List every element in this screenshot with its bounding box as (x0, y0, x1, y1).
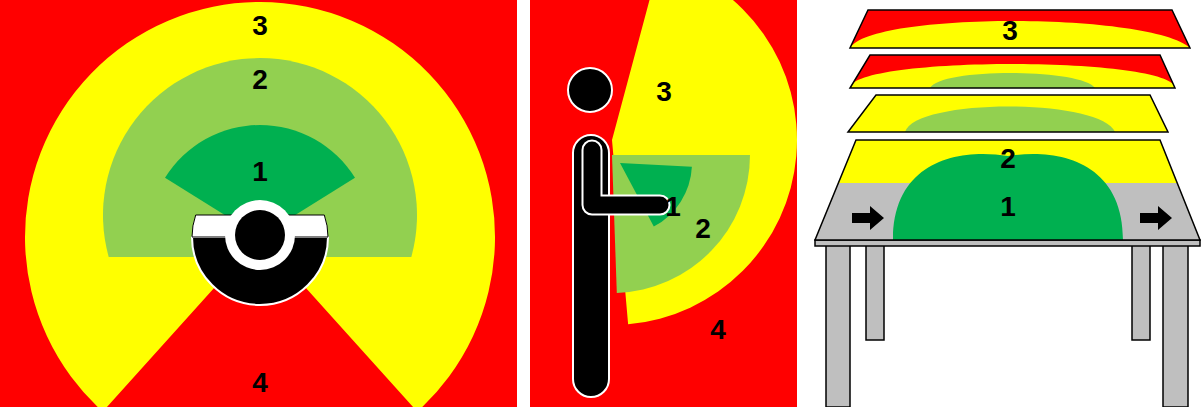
zone-2-area (930, 73, 1095, 88)
table-top (815, 140, 1200, 240)
zone-number: 1 (1000, 193, 1016, 221)
zone-number: 2 (252, 66, 268, 94)
zone-number: 2 (1000, 145, 1016, 173)
table-leg (1132, 240, 1150, 340)
layer-outline (850, 10, 1190, 48)
table-leg (866, 240, 884, 340)
zone-3-area (850, 21, 1190, 48)
person-arm-outline (592, 150, 660, 205)
zone-2-area (905, 107, 1115, 133)
layer-outline (848, 95, 1168, 132)
zone-number: 1 (252, 158, 268, 186)
table-outline (815, 140, 1200, 240)
zone-number: 3 (252, 12, 268, 40)
person-arm (592, 150, 660, 205)
head-symbol (235, 210, 285, 260)
zone-number: 4 (710, 316, 726, 344)
layer-plane (850, 10, 1190, 48)
zone-number: 2 (695, 215, 711, 243)
zone-3-area (850, 64, 1175, 88)
table-edge (815, 240, 1200, 246)
zone-number: 4 (252, 369, 268, 397)
layer-plane (848, 95, 1168, 132)
zone-number: 3 (656, 78, 672, 106)
zone-number: 3 (1002, 17, 1018, 45)
zone-2-area (612, 155, 750, 293)
direction-arrow (852, 206, 884, 230)
zone-3-area (25, 2, 495, 407)
zone-3-area (612, 0, 797, 324)
zone-number: 1 (665, 193, 681, 221)
table-leg (826, 240, 850, 407)
layer-outline (850, 55, 1175, 88)
person-head (568, 68, 612, 112)
head-ring (225, 200, 295, 270)
table-leg (1163, 240, 1188, 407)
direction-arrow (1140, 206, 1172, 230)
layer-plane (850, 55, 1175, 88)
